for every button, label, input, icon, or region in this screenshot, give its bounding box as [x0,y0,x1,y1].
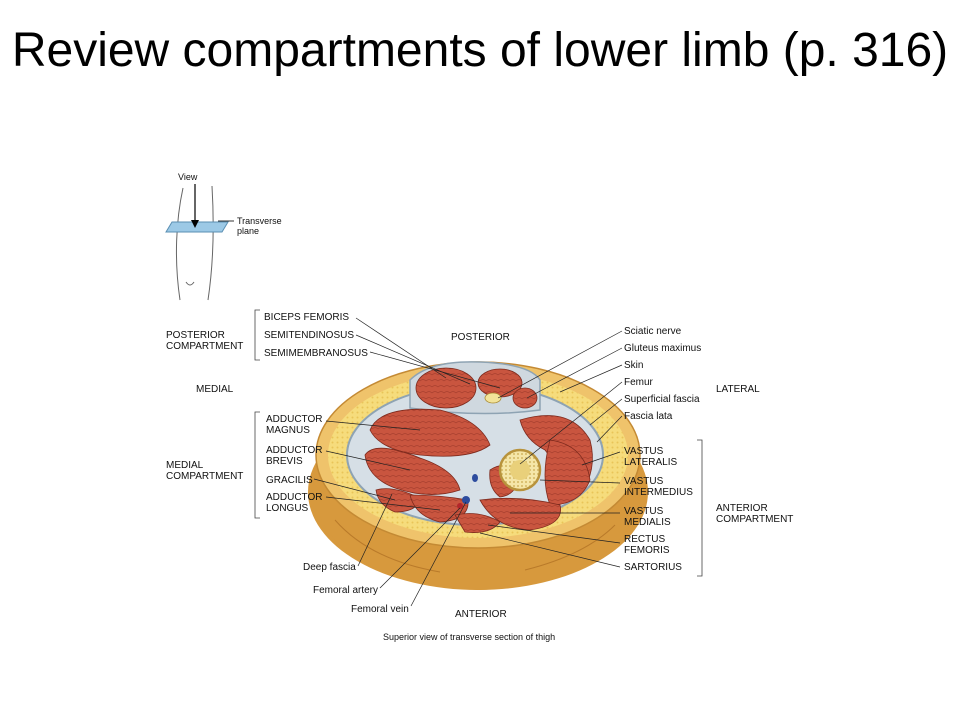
femoral-artery-shape [457,503,463,509]
femur-label: Femur [624,377,653,388]
skin-label: Skin [624,360,644,371]
figure-caption: Superior view of transverse section of t… [383,632,556,642]
inset-plane-label: Transverse plane [237,216,282,236]
posterior-compartment-label: POSTERIOR COMPARTMENT [166,330,244,352]
semitendinosus-label: SEMITENDINOSUS [264,330,355,341]
femoral-vein-shape [462,496,470,504]
sciatic-nerve-shape [484,392,502,404]
leader-lines [313,317,623,607]
posterior-bracket [254,309,260,361]
vastus-intermedius-label: VASTUS INTERMEDIUS [624,476,693,498]
slide-title: Review compartments of lower limb (p. 31… [11,24,949,77]
sciatic-nerve-label: Sciatic nerve [624,326,682,337]
orientation-posterior: POSTERIOR [451,332,510,343]
femoral-artery-label: Femoral artery [313,585,379,596]
femoral-vein-label: Femoral vein [351,604,409,615]
semimembranosus-label: SEMIMEMBRANOSUS [264,348,368,359]
adductor-brevis-label: ADDUCTOR BREVIS [266,445,323,467]
transverse-plane-shape [165,221,229,233]
biceps-femoris-label: BICEPS FEMORIS [264,312,350,323]
orientation-medial: MEDIAL [196,384,234,395]
vastus-medialis-label: VASTUS MEDIALIS [624,506,671,528]
inset-view-label: View [178,172,198,182]
thigh-section [308,361,648,590]
fascia-lata-label: Fascia lata [624,411,673,422]
gracilis-label: GRACILIS [266,475,313,486]
anterior-bracket [697,439,703,577]
orientation-anterior: ANTERIOR [455,609,507,620]
inset-leg-outline [175,185,214,301]
medial-compartment-label: MEDIAL COMPARTMENT [166,460,244,482]
view-arrow-head [191,220,199,228]
adductor-magnus-label: ADDUCTOR MAGNUS [266,414,323,436]
orientation-lateral: LATERAL [716,384,760,395]
deep-fascia-label: Deep fascia [303,562,356,573]
medial-bracket [254,411,260,519]
gluteus-maximus-label: Gluteus maximus [624,343,702,354]
rectus-femoris-label: RECTUS FEMORIS [624,534,670,556]
anterior-compartment-label: ANTERIOR COMPARTMENT [716,503,794,525]
adductor-longus-label: ADDUCTOR LONGUS [266,492,323,514]
vastus-lateralis-label: VASTUS LATERALIS [624,446,678,468]
superficial-fascia-label: Superficial fascia [624,394,700,405]
sartorius-label: SARTORIUS [624,562,682,573]
